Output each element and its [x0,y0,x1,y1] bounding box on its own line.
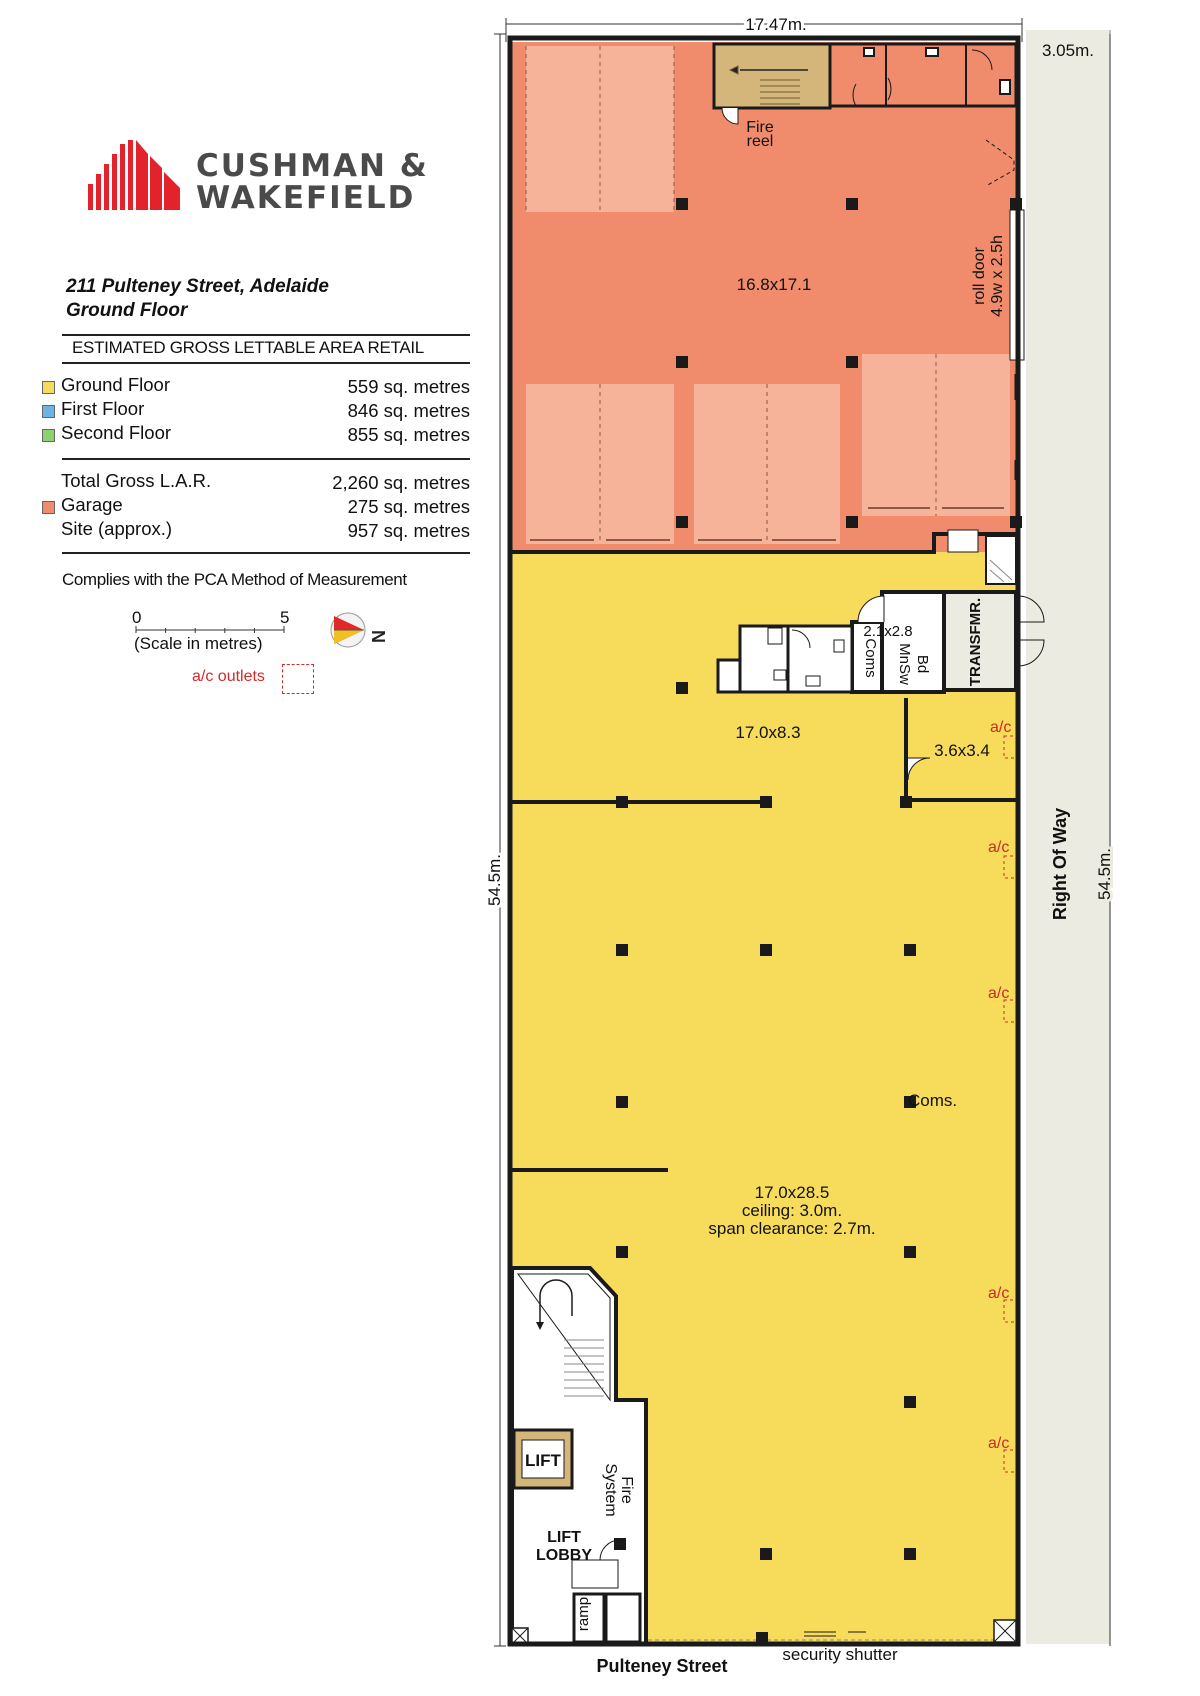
transformer-room [942,590,1018,692]
main-room-clearance: span clearance: 2.7m. [708,1219,875,1238]
street-label: Pulteney Street [596,1656,727,1676]
scale-min: 0 [132,608,142,627]
lift-label: LIFT [525,1451,561,1470]
site-label: Site (approx.) [61,518,173,539]
right-of-way-strip [1026,30,1110,1644]
security-shutter-label: security shutter [782,1645,898,1664]
lift-lobby-line2: LOBBY [536,1547,592,1564]
legend-panel: CUSHMAN & WAKEFIELD 211 Pulteney Street,… [0,0,490,760]
scale-caption: (Scale in metres) [134,634,263,653]
dim-length-right: 54.5m. [1095,848,1114,900]
lift-lobby-line1: LIFT [547,1529,581,1546]
dim-length-left: 54.5m. [485,854,504,906]
site-value: 957 sq. metres [347,520,470,541]
first-floor-label: First Floor [61,398,145,419]
fire-system-line1: Fire [618,1476,635,1504]
ramp-label: ramp [575,1597,592,1631]
transformer-label: TRANSFMR. [967,598,984,686]
north-label: N [368,630,388,643]
second-floor-label: Second Floor [61,422,172,443]
ac-outlet-label-3: a/c [988,985,1009,1002]
mnsw-line1: MnSw [896,643,913,685]
dim-row-width: 3.05m. [1042,41,1094,60]
coms-room-label: Coms [862,638,879,677]
roll-door-line2: 4.9w x 2.5h [989,235,1006,317]
garage-swatch [42,501,55,514]
ac-legend-swatch [282,664,314,694]
room-36-dim: 3.6x3.4 [934,741,990,760]
brand-line-1: CUSHMAN & [196,148,429,184]
first-floor-value: 846 sq. metres [347,400,470,421]
total-label: Total Gross L.A.R. [61,470,212,491]
ac-outlet-label-1: a/c [990,719,1011,736]
right-of-way-label: Right Of Way [1050,808,1070,920]
mnsw-room [880,590,946,694]
area-table-title: ESTIMATED GROSS LETTABLE AREA RETAIL [72,338,424,357]
scale-bar [135,626,285,633]
scale-max: 5 [280,608,290,627]
ac-outlet-label-5: a/c [988,1435,1009,1452]
first-floor-swatch [42,405,55,418]
ac-legend-label: a/c outlets [192,668,265,685]
company-logo-mark [88,140,180,210]
fire-system-line2: System [602,1463,619,1516]
garage-label: Garage [61,494,123,515]
property-address: 211 Pulteney Street, Adelaide [66,276,329,297]
north-arrow-icon: N [330,612,388,648]
garage-room-dim: 16.8x17.1 [737,275,812,294]
coms-label: Coms. [908,1091,957,1110]
main-room-dim: 17.0x28.5 [755,1183,830,1202]
roll-door-line1: roll door [971,246,988,304]
fire-reel-line1: Fire [746,119,774,136]
ground-floor-value: 559 sq. metres [347,376,470,397]
room-17x8-dim: 17.0x8.3 [735,723,800,742]
mnsw-line2: Bd [914,655,931,673]
total-value: 2,260 sq. metres [332,472,470,493]
second-floor-swatch [42,429,55,442]
fire-reel-line2: reel [747,133,774,150]
compliance-note: Complies with the PCA Method of Measurem… [62,570,407,589]
property-floor: Ground Floor [66,300,188,321]
wc-block [828,42,1018,108]
ac-outlet-label-2: a/c [988,839,1009,856]
ac-outlet-label-4: a/c [988,1285,1009,1302]
dim-width-top: 17.47m. [745,15,806,34]
ground-floor-label: Ground Floor [61,374,170,395]
small-room-dim: 2.1x2.8 [863,623,912,640]
brand-line-2: WAKEFIELD [196,180,416,216]
garage-value: 275 sq. metres [347,496,470,517]
main-room-ceiling: ceiling: 3.0m. [742,1201,842,1220]
ground-floor-swatch [42,381,55,394]
second-floor-value: 855 sq. metres [347,424,470,445]
